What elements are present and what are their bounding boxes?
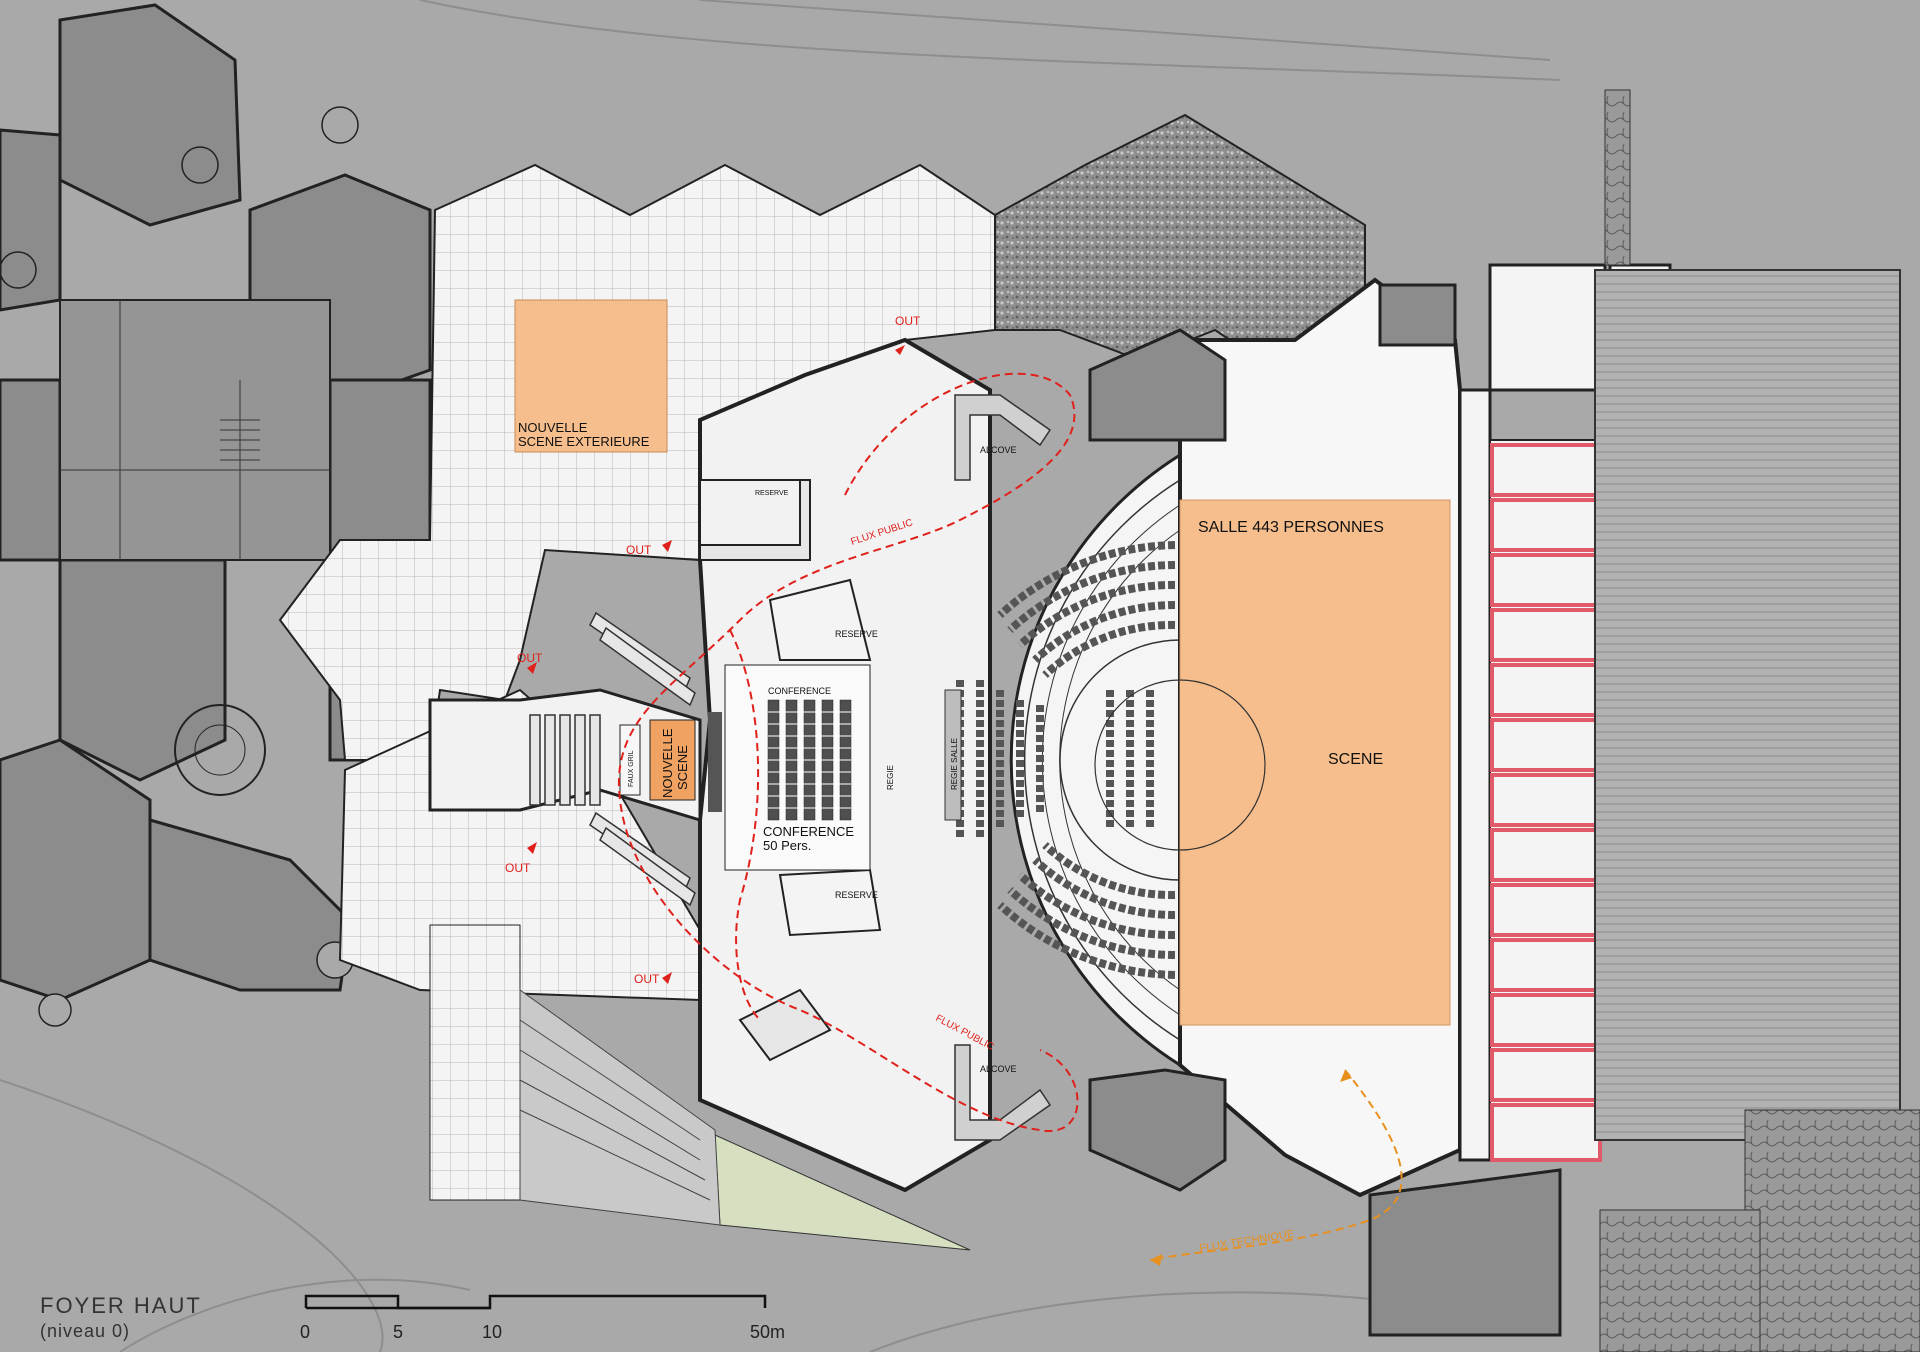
- technical-flow-path: [1149, 1069, 1403, 1261]
- faux-gril-label: FAUX GRIL: [628, 750, 635, 787]
- scale-tick-5: 5: [393, 1322, 404, 1342]
- stage-label: SCENE: [1328, 751, 1383, 768]
- alcove-bottom-label: ALCOVE: [980, 1064, 1017, 1074]
- stage-house: [1094, 277, 1462, 1198]
- alcove-top: [954, 394, 1052, 481]
- terrain-contours: [0, 0, 1561, 1352]
- public-flow-paths: [617, 372, 1079, 1132]
- plan-subtitle: (niveau 0): [40, 1321, 131, 1341]
- flow-arrowheads: [1150, 1070, 1352, 1266]
- exit-label-4: OUT: [505, 861, 531, 875]
- scale-tick-10: 10: [482, 1322, 503, 1342]
- reserve-room-mid: [768, 578, 872, 661]
- faux-gril: [619, 724, 641, 796]
- service-towers: [1088, 283, 1562, 1337]
- scale-tick-50m: 50m: [750, 1322, 786, 1342]
- plan-title: FOYER HAUT: [40, 1293, 202, 1318]
- scale-bar: [304, 1294, 767, 1310]
- new-stage-label-1: NOUVELLE: [660, 728, 675, 798]
- stone-wall-bottom: [1744, 1109, 1920, 1352]
- scale-labels: 0 5 10 50m: [300, 1290, 785, 1350]
- stone-wall-low: [1599, 1209, 1761, 1352]
- new-stage-label-2: SCENE: [675, 745, 690, 790]
- conference-small-label: CONFERENCE: [768, 686, 831, 696]
- outdoor-stage: [514, 299, 668, 453]
- reserve-room-low: [778, 868, 882, 937]
- regie-label: REGIE: [886, 765, 895, 790]
- tribune-stripes: [1594, 269, 1901, 1141]
- plan-title-block: FOYER HAUT (niveau 0): [40, 1293, 202, 1342]
- reserve-room-top: [699, 479, 801, 546]
- stone-wall-top: [1604, 89, 1631, 266]
- reserve-mid-label: RESERVE: [835, 629, 878, 639]
- scale-tick-0: 0: [300, 1322, 311, 1342]
- conference-label: CONFERENCE: [763, 824, 854, 839]
- reserve-top-label: RESERVE: [755, 490, 789, 497]
- exit-label-2: OUT: [626, 543, 652, 557]
- reserve-low-label: RESERVE: [835, 890, 878, 900]
- regie-salle: [944, 689, 962, 821]
- alcove-top-label: ALCOVE: [980, 445, 1017, 455]
- existing-building-left: [0, 3, 458, 1027]
- auditorium-seating: [956, 541, 1176, 979]
- conference-room: [708, 664, 871, 871]
- flux-technique-label: FLUX TECHNIQUE: [1199, 1228, 1295, 1255]
- exit-label-1: OUT: [895, 314, 921, 328]
- outdoor-stage-label-1: NOUVELLE: [518, 420, 588, 435]
- outdoor-stage-label-2: SCENE EXTERIEURE: [518, 434, 650, 449]
- exit-label-5: OUT: [634, 972, 660, 986]
- seating-benches-lobby: [529, 611, 696, 907]
- regie-salle-label: REGIE SALLE: [950, 738, 959, 790]
- hall-capacity-label: SALLE 443 PERSONNES: [1198, 519, 1384, 536]
- conference-capacity-label: 50 Pers.: [763, 838, 811, 853]
- alcove-bottom: [954, 1044, 1052, 1141]
- exit-label-3: OUT: [517, 651, 543, 665]
- exterior-steps: [519, 989, 721, 1226]
- exit-markers: [527, 345, 905, 984]
- new-interior-stage: [649, 719, 696, 801]
